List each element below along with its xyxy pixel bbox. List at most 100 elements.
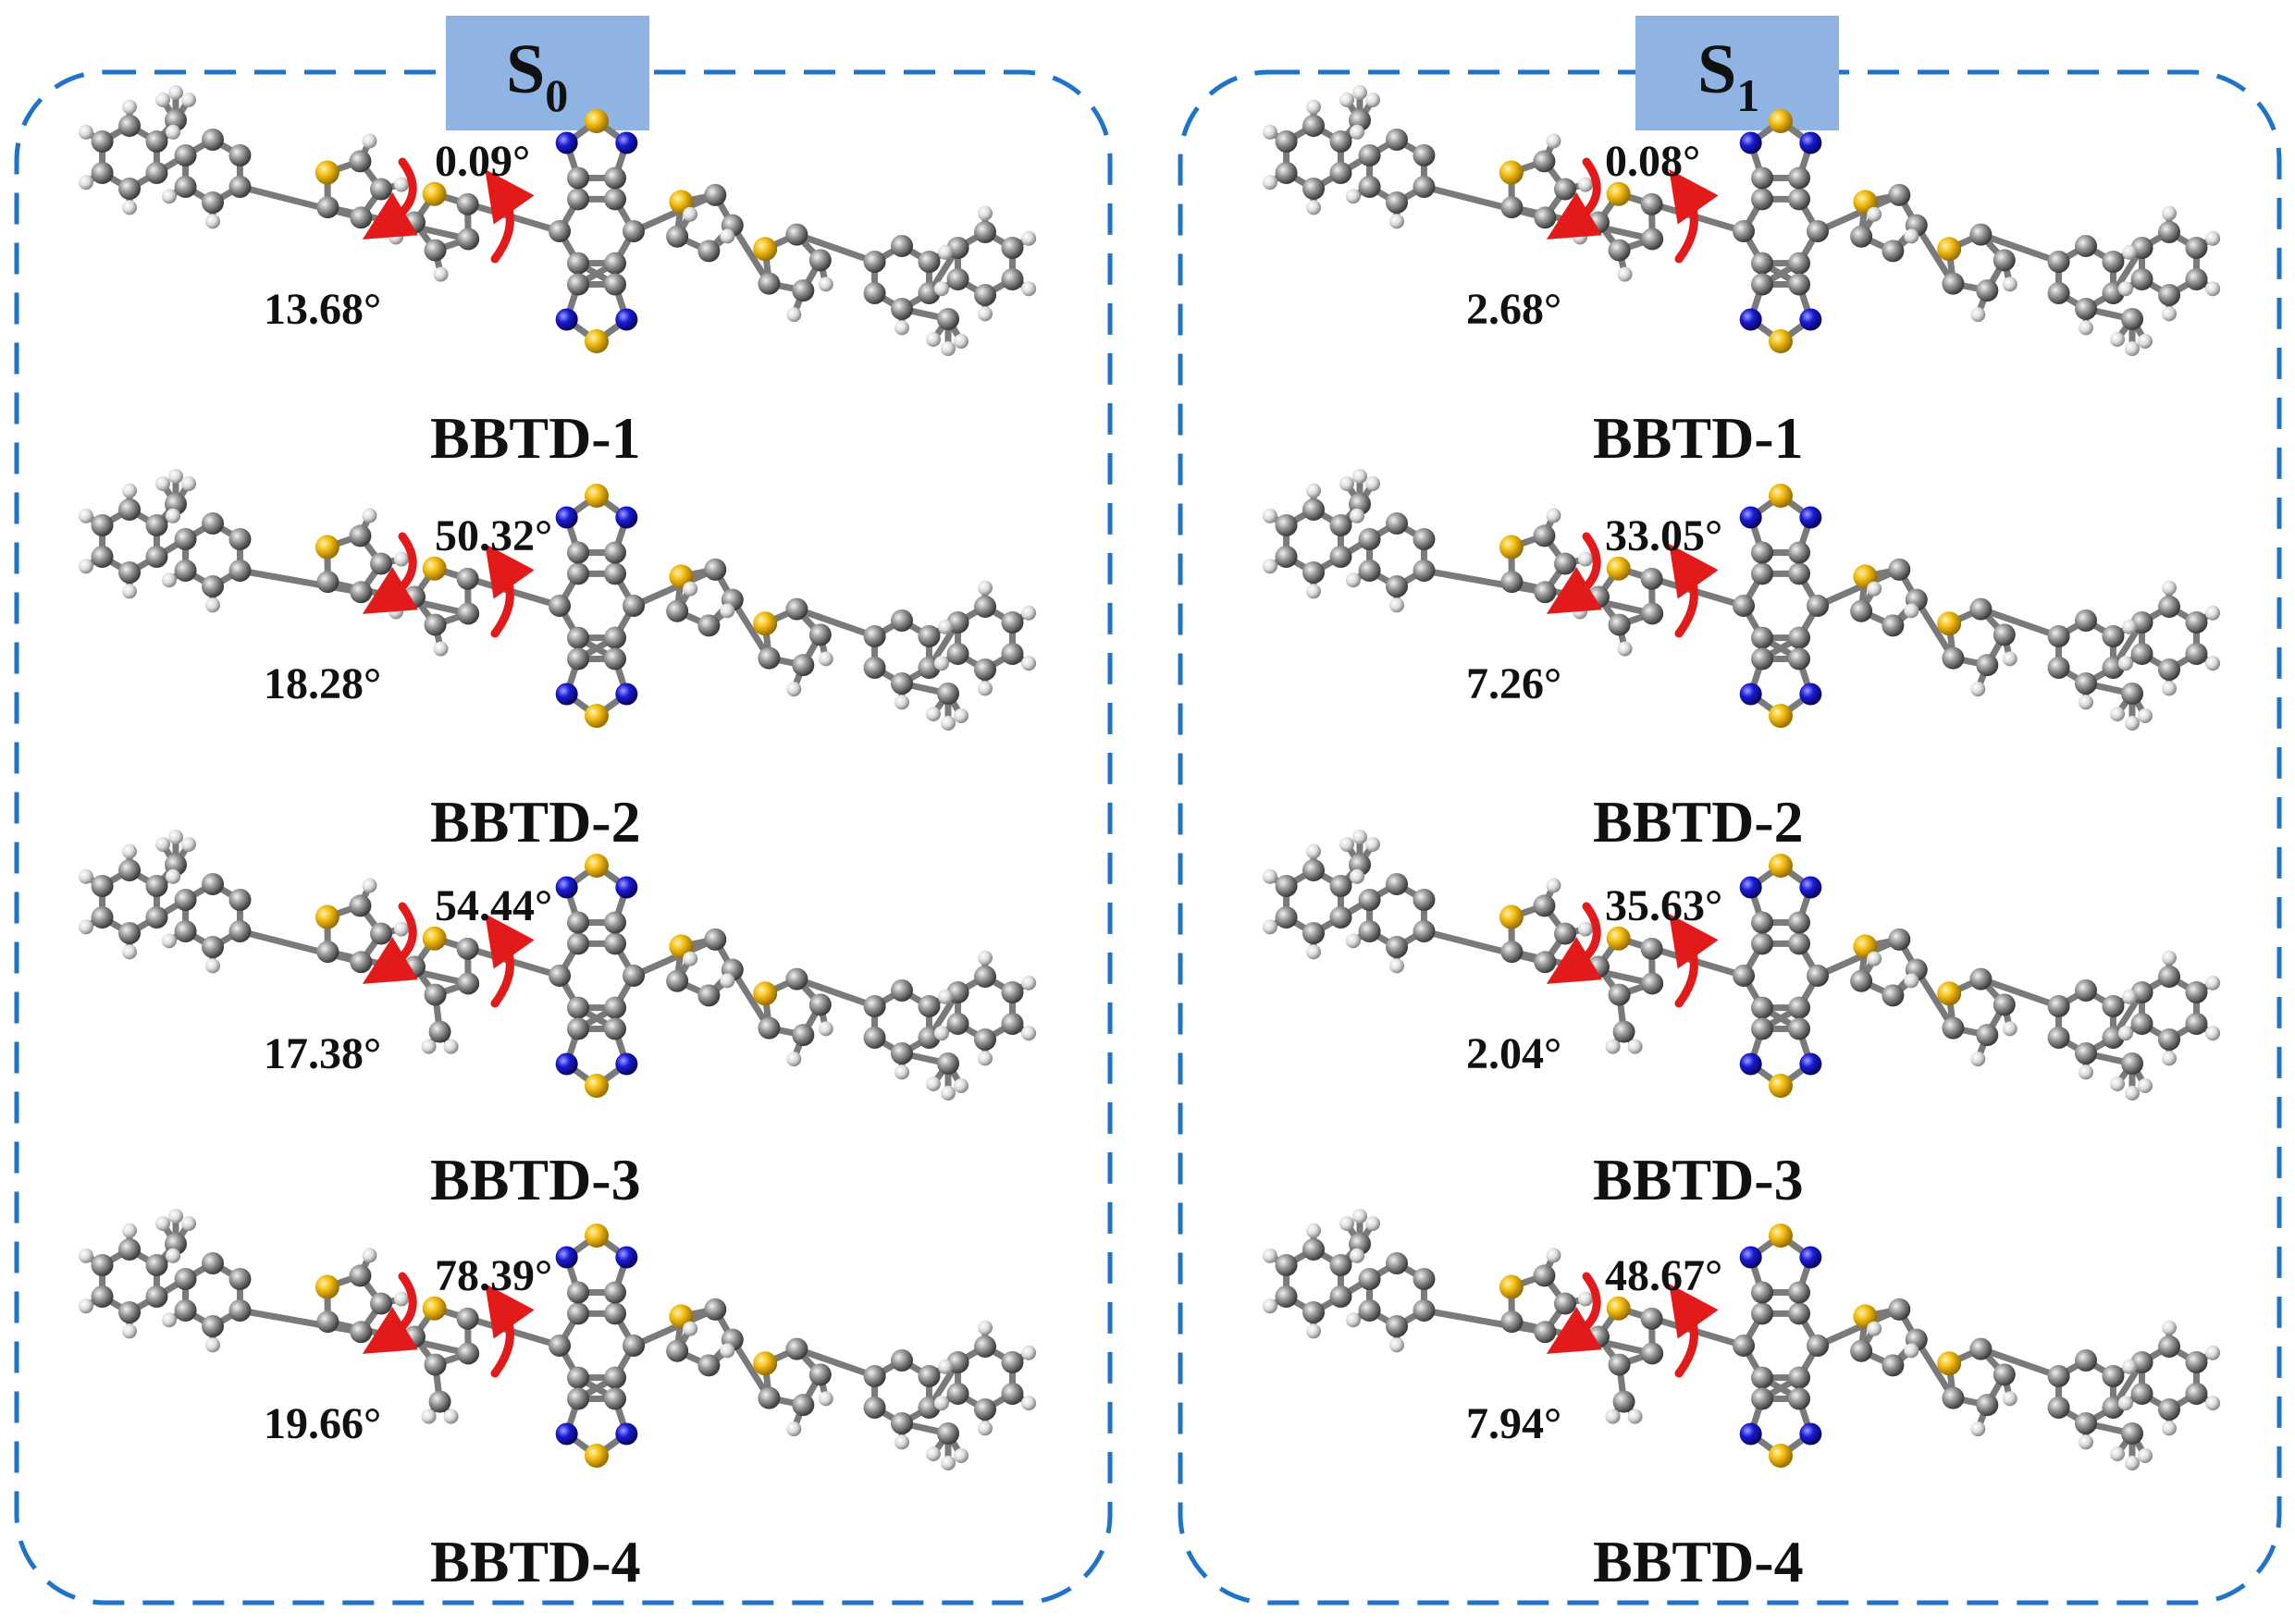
outer-torsion-angle-label: 17.38°: [264, 1029, 381, 1078]
carbon-atom: [1788, 1302, 1810, 1325]
carbon-atom: [603, 273, 626, 296]
sulfur-atom: [1937, 981, 1962, 1006]
carbon-atom: [2047, 1365, 2070, 1387]
hydrogen-atom: [2079, 1064, 2093, 1080]
carbon-atom: [1329, 1254, 1352, 1276]
carbon-atom: [785, 223, 808, 246]
hydrogen-atom: [155, 1216, 170, 1231]
carbon-atom: [202, 1252, 224, 1274]
carbon-atom: [758, 1016, 781, 1040]
hydrogen-atom: [2002, 277, 2017, 292]
carbon-atom: [1733, 965, 1755, 987]
carbon-atom: [202, 575, 224, 597]
hydrogen-atom: [1306, 200, 1321, 215]
carbon-atom: [1751, 996, 1773, 1019]
carbon-atom: [1993, 249, 2016, 272]
carbon-atom: [456, 567, 479, 590]
outer-torsion-angle-label: 19.66°: [264, 1399, 381, 1448]
sulfur-atom: [1769, 1444, 1793, 1468]
hydrogen-atom: [1345, 572, 1361, 588]
hydrogen-atom: [683, 581, 698, 597]
hydrogen-atom: [1970, 307, 1986, 323]
outer-torsion-angle-label: 18.28°: [264, 659, 381, 708]
carbon-atom: [118, 178, 141, 200]
carbon-atom: [1275, 875, 1298, 897]
carbon-atom: [1413, 560, 1436, 582]
carbon-atom: [1386, 191, 1408, 214]
carbon-atom: [2185, 268, 2208, 290]
carbon-atom: [350, 951, 373, 974]
hydrogen-atom: [720, 603, 735, 619]
carbon-atom: [2075, 1349, 2097, 1372]
carbon-atom: [549, 595, 571, 617]
carbon-atom: [1882, 240, 1905, 263]
bond: [431, 191, 563, 235]
hydrogen-atom: [161, 1312, 177, 1328]
hydrogen-atom: [1546, 1248, 1561, 1263]
sulfur-atom: [1499, 535, 1524, 560]
carbon-atom: [145, 162, 168, 184]
bond: [431, 935, 563, 979]
carbon-atom: [891, 235, 913, 257]
carbon-atom: [1533, 1264, 1556, 1287]
carbon-atom: [666, 1339, 689, 1362]
hydrogen-atom: [78, 1298, 93, 1314]
carbon-atom: [1275, 514, 1298, 536]
carbon-atom: [1787, 1387, 1810, 1410]
carbon-atom: [974, 966, 996, 988]
carbon-atom: [1386, 1315, 1408, 1337]
carbon-atom: [1788, 188, 1810, 211]
hydrogen-atom: [1573, 604, 1588, 620]
carbon-atom: [567, 562, 589, 585]
inner-torsion-angle-label: 50.32°: [435, 511, 552, 560]
panel-s0-molecules: 0.09°13.68°BBTD-150.32°18.28°BBTD-254.44…: [78, 85, 1037, 1594]
carbon-atom: [228, 1268, 252, 1290]
carbon-atom: [974, 596, 996, 618]
carbon-atom: [349, 150, 372, 173]
carbon-atom: [603, 541, 626, 564]
hydrogen-atom: [2122, 1359, 2138, 1374]
carbon-atom: [1641, 1342, 1664, 1365]
hydrogen-atom: [2125, 716, 2140, 731]
carbon-atom: [2185, 981, 2208, 1003]
carbon-atom: [1640, 937, 1663, 960]
sulfur-atom: [1499, 160, 1524, 185]
carbon-atom: [1413, 1268, 1436, 1290]
bond: [236, 1307, 364, 1335]
carbon-atom: [1386, 873, 1408, 895]
hydrogen-atom: [941, 1086, 956, 1101]
hydrogen-atom: [1904, 603, 1919, 619]
hydrogen-atom: [720, 228, 735, 244]
outer-torsion-arrow: [1546, 1272, 1603, 1354]
hydrogen-atom: [938, 619, 954, 634]
carbon-atom: [1534, 951, 1557, 974]
carbon-atom: [1888, 1298, 1911, 1321]
carbon-atom: [428, 1390, 451, 1413]
bond: [1615, 565, 1747, 609]
carbon-atom: [316, 571, 339, 594]
carbon-atom: [891, 672, 913, 695]
carbon-atom: [350, 1321, 373, 1344]
carbon-atom: [918, 995, 941, 1017]
carbon-atom: [2158, 596, 2180, 618]
bond: [1814, 1306, 1903, 1349]
carbon-atom: [316, 196, 339, 219]
molecule-0-3-atoms: [78, 1209, 1037, 1470]
hydrogen-atom: [2125, 341, 2140, 356]
carbon-atom: [369, 922, 392, 945]
carbon-atom: [91, 546, 114, 568]
carbon-atom: [1001, 237, 1024, 259]
carbon-atom: [2047, 1027, 2070, 1049]
carbon-atom: [567, 166, 590, 190]
hydrogen-atom: [168, 830, 183, 844]
hydrogen-atom: [2138, 1448, 2153, 1463]
carbon-atom: [1275, 1254, 1298, 1276]
outer-torsion-arrow: [1546, 532, 1603, 614]
carbon-atom: [1302, 1301, 1325, 1323]
carbon-atom: [937, 683, 959, 705]
nitrogen-atom: [1799, 876, 1822, 899]
carbon-atom: [792, 654, 815, 677]
carbon-atom: [567, 1387, 590, 1410]
carbon-atom: [2185, 237, 2208, 259]
hydrogen-atom: [122, 483, 137, 498]
